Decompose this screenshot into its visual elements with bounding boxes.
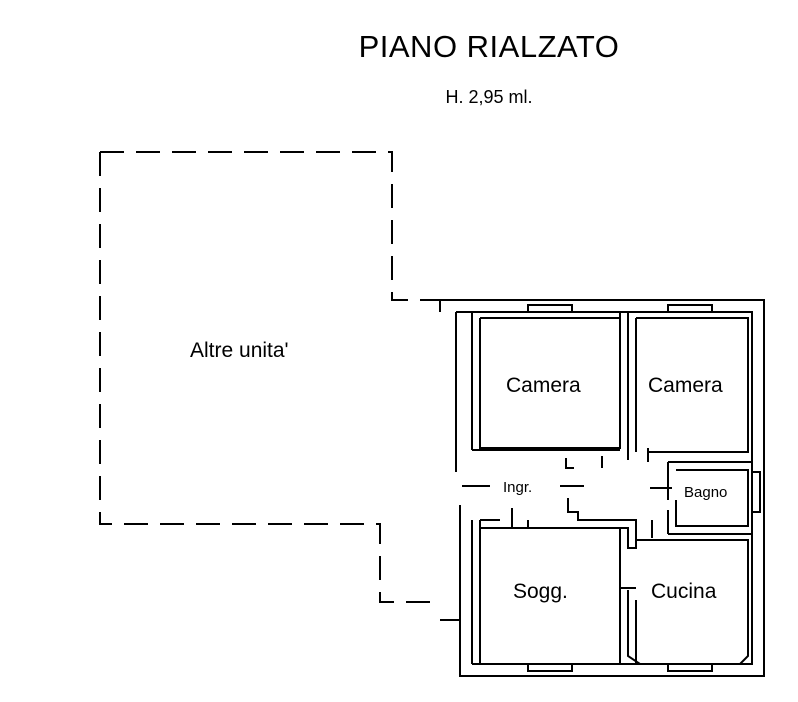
room-label-bathroom: Bagno xyxy=(684,484,728,501)
windows xyxy=(527,304,761,672)
other-units-dashed-boundary xyxy=(99,152,430,603)
room-label-camera-right: Camera xyxy=(648,374,723,397)
entrance-walls xyxy=(462,485,672,549)
room-label-entrance: Ingr. xyxy=(503,479,533,496)
room-label-camera-left: Camera xyxy=(506,374,581,397)
room-label-other-units: Altre unita' xyxy=(190,339,289,362)
living-room-walls xyxy=(479,520,621,664)
kitchen-walls xyxy=(620,539,749,665)
camera-right-walls xyxy=(635,317,749,462)
camera-left-walls xyxy=(472,312,629,469)
room-label-living: Sogg. xyxy=(513,580,568,603)
plan-title: PIANO RIALZATO xyxy=(358,29,620,64)
room-label-kitchen: Cucina xyxy=(651,580,717,603)
plan-height-note: H. 2,95 ml. xyxy=(445,87,533,107)
other-units-dashed-boundary-top xyxy=(100,151,440,301)
bathroom-walls xyxy=(667,461,752,535)
